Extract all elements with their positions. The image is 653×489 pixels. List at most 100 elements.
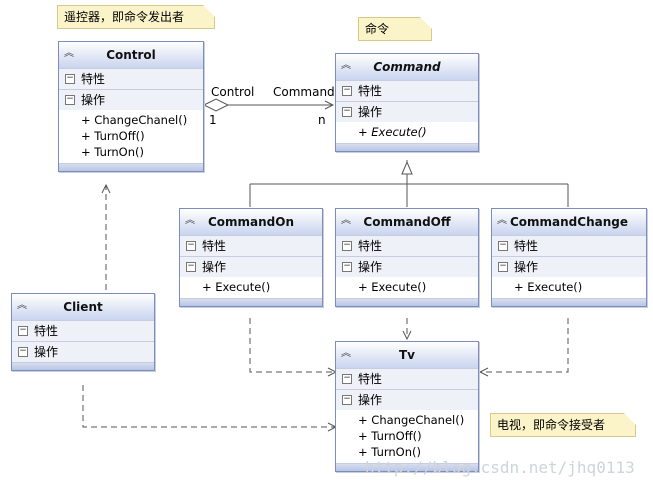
attributes-label: 特性 [358, 239, 383, 253]
operation-item: + TurnOff() [81, 129, 145, 143]
class-command-off[interactable]: ︽ CommandOff − 特性 − 操作 + Execute() [335, 208, 479, 307]
operation-item: + TurnOff() [358, 429, 422, 443]
attributes-section[interactable]: − 特性 [59, 68, 203, 89]
operation-item: + TurnOn() [81, 145, 144, 159]
attributes-section[interactable]: − 特性 [336, 80, 478, 101]
operations-list: + Execute() [180, 277, 322, 298]
double-chevron-up-icon[interactable]: ︽ [341, 60, 351, 71]
class-client[interactable]: ︽ Client − 特性 − 操作 [11, 293, 155, 371]
class-footer [336, 463, 478, 471]
double-chevron-up-icon[interactable]: ︽ [341, 215, 351, 226]
class-tv[interactable]: ︽ Tv − 特性 − 操作 + ChangeChanel() + TurnOf… [335, 341, 479, 472]
double-chevron-up-icon[interactable]: ︽ [185, 215, 195, 226]
operations-list: + Execute() [492, 277, 646, 298]
attributes-section[interactable]: − 特性 [336, 235, 478, 256]
attributes-label: 特性 [514, 239, 539, 253]
operations-section[interactable]: − 操作 [12, 341, 154, 362]
operations-section[interactable]: − 操作 [336, 101, 478, 122]
class-header[interactable]: ︽ Command [336, 54, 478, 80]
minus-box-icon[interactable]: − [18, 325, 28, 336]
double-chevron-up-icon[interactable]: ︽ [64, 48, 74, 59]
note-tv: 电视，即命令接受者 [490, 413, 636, 437]
operations-list: + ChangeChanel() + TurnOff() + TurnOn() [59, 110, 203, 163]
operations-section[interactable]: − 操作 [336, 389, 478, 410]
note-control: 遥控器，即命令发出者 [57, 5, 215, 29]
minus-box-icon[interactable]: − [342, 106, 352, 117]
operations-label: 操作 [358, 105, 383, 119]
double-chevron-up-icon[interactable]: ︽ [17, 300, 27, 311]
minus-box-icon[interactable]: − [342, 373, 352, 384]
operation-item: + Execute() [358, 125, 427, 139]
minus-box-icon[interactable]: − [342, 261, 352, 272]
class-name: Client [63, 300, 103, 314]
watermark: http://blog.csdn.net/jhq0113 [365, 458, 635, 477]
minus-box-icon[interactable]: − [342, 240, 352, 251]
operations-section[interactable]: − 操作 [180, 256, 322, 277]
operations-label: 操作 [81, 93, 106, 107]
minus-box-icon[interactable]: − [65, 94, 75, 105]
operation-item: + Execute() [514, 280, 583, 294]
attributes-label: 特性 [81, 72, 106, 86]
class-footer [336, 298, 478, 306]
operations-list: + Execute() [336, 277, 478, 298]
minus-box-icon[interactable]: − [342, 394, 352, 405]
minus-box-icon[interactable]: − [186, 261, 196, 272]
operations-list: + Execute() [336, 122, 478, 143]
minus-box-icon[interactable]: − [498, 240, 508, 251]
class-name: Command [373, 60, 441, 74]
class-command-change[interactable]: ︽ CommandChange − 特性 − 操作 + Execute() [491, 208, 647, 307]
class-header[interactable]: ︽ CommandOn [180, 209, 322, 235]
operations-label: 操作 [358, 393, 383, 407]
operations-label: 操作 [34, 345, 59, 359]
association-target-role: Command [273, 85, 335, 99]
operation-item: + ChangeChanel() [358, 413, 465, 427]
minus-box-icon[interactable]: − [18, 346, 28, 357]
class-command-on[interactable]: ︽ CommandOn − 特性 − 操作 + Execute() [179, 208, 323, 307]
attributes-label: 特性 [358, 84, 383, 98]
class-footer [492, 298, 646, 306]
attributes-section[interactable]: − 特性 [492, 235, 646, 256]
class-header[interactable]: ︽ CommandOff [336, 209, 478, 235]
association-source-multiplicity: 1 [209, 113, 217, 127]
double-chevron-up-icon[interactable]: ︽ [497, 215, 507, 226]
dependency-commandon-tv [249, 318, 336, 372]
attributes-section[interactable]: − 特性 [336, 368, 478, 389]
operation-item: + ChangeChanel() [81, 113, 188, 127]
operations-label: 操作 [358, 260, 383, 274]
aggregation-diamond [202, 98, 230, 112]
minus-box-icon[interactable]: − [186, 240, 196, 251]
class-control[interactable]: ︽ Control − 特性 − 操作 + ChangeChanel() + T… [58, 41, 204, 172]
class-header[interactable]: ︽ Control [59, 42, 203, 68]
attributes-section[interactable]: − 特性 [12, 320, 154, 341]
operation-item: + Execute() [202, 280, 271, 294]
class-command[interactable]: ︽ Command − 特性 − 操作 + Execute() [335, 53, 479, 152]
class-footer [12, 362, 154, 370]
minus-box-icon[interactable]: − [498, 261, 508, 272]
attributes-label: 特性 [202, 239, 227, 253]
class-footer [336, 143, 478, 151]
minus-box-icon[interactable]: − [65, 73, 75, 84]
class-name: Control [106, 48, 156, 62]
attributes-section[interactable]: − 特性 [180, 235, 322, 256]
operations-section[interactable]: − 操作 [336, 256, 478, 277]
class-footer [59, 163, 203, 171]
double-chevron-up-icon[interactable]: ︽ [341, 348, 351, 359]
class-footer [180, 298, 322, 306]
class-name: CommandChange [509, 215, 628, 229]
class-header[interactable]: ︽ Tv [336, 342, 478, 368]
operations-section[interactable]: − 操作 [492, 256, 646, 277]
class-name: CommandOff [363, 215, 451, 229]
attributes-label: 特性 [358, 372, 383, 386]
operations-label: 操作 [514, 260, 539, 274]
association-source-role: Control [211, 85, 255, 99]
class-header[interactable]: ︽ Client [12, 294, 154, 320]
minus-box-icon[interactable]: − [342, 85, 352, 96]
association-target-multiplicity: n [318, 113, 326, 127]
dependency-commandchange-tv [480, 318, 569, 372]
class-header[interactable]: ︽ CommandChange [492, 209, 646, 235]
operations-label: 操作 [202, 260, 227, 274]
class-name: Tv [398, 348, 415, 362]
operations-section[interactable]: − 操作 [59, 89, 203, 110]
dependency-client-tv [82, 385, 336, 427]
